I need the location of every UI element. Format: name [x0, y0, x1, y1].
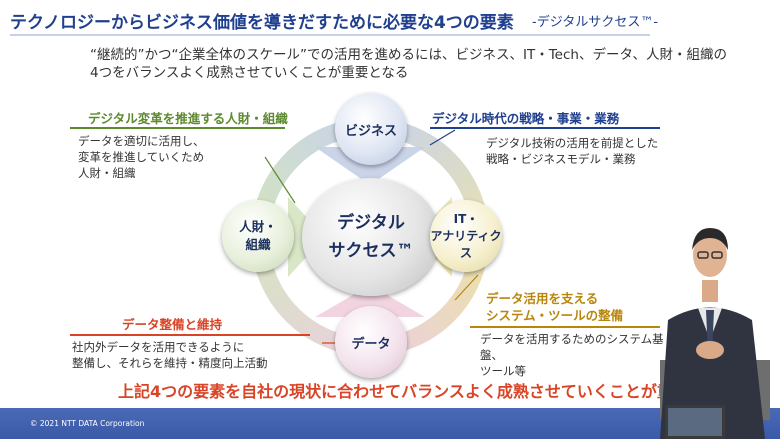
data-box-title: データ整備と維持 [122, 317, 223, 332]
arrow-bottom [315, 285, 425, 317]
center-label: デジタル サクセス™ [328, 213, 414, 261]
leader-strategy [429, 129, 456, 146]
hr-organization-node: 人財・ 組織 [222, 200, 294, 272]
hr-box-title: デジタル変革を推進する人財・組織 [88, 111, 288, 126]
leader-system [454, 274, 479, 301]
title-divider [10, 34, 650, 36]
it-analytics-node: IT・ アナリティクス [430, 200, 502, 272]
business-node: ビジネス [335, 93, 407, 165]
system-box-title: データ活用を支える システム・ツールの整備 [486, 291, 624, 323]
strategy-box-title: デジタル時代の戦略・事業・業務 [432, 111, 620, 126]
strategy-box-text: デジタル技術の活用を前提とした 戦略・ビジネスモデル・業務 [486, 136, 659, 166]
arrow-top [315, 147, 425, 185]
slide-title: テクノロジーからビジネス価値を導きだすために必要な4つの要素 [10, 13, 514, 33]
data-label: データ [351, 336, 391, 352]
system-box-underline [470, 326, 660, 328]
conclusion-text: 上記4つの要素を自社の現状に合わせてバランスよく成熟させていくことが重要である [118, 382, 737, 401]
data-box-underline [70, 334, 310, 336]
digital-success-node: デジタル サクセス™ [302, 178, 440, 296]
slide-subtitle: -デジタルサクセス™- [532, 15, 659, 30]
strategy-box-underline [430, 127, 660, 129]
it-label: IT・ アナリティクス [430, 211, 502, 260]
data-box-text: 社内外データを活用できるように 整備し、それらを維持・精度向上活動 [72, 340, 268, 370]
lead-text: “継続的”かつ“企業全体のスケール”での活用を進めるには、ビジネス、IT・Tec… [90, 47, 728, 81]
presenter-image [660, 228, 770, 439]
hr-label: 人財・ 組織 [239, 219, 277, 252]
leader-hr [264, 156, 296, 204]
footer-bar [0, 408, 780, 439]
hr-box-underline [70, 127, 285, 129]
copyright-text: © 2021 NTT DATA Corporation [30, 419, 145, 428]
business-label: ビジネス [344, 123, 397, 139]
hr-box-text: データを適切に活用し、 変革を推進していくため 人財・組織 [78, 134, 205, 180]
system-box-text: データを活用するためのシステム基盤、 ツール等 [480, 332, 664, 378]
data-node: データ [335, 306, 407, 378]
